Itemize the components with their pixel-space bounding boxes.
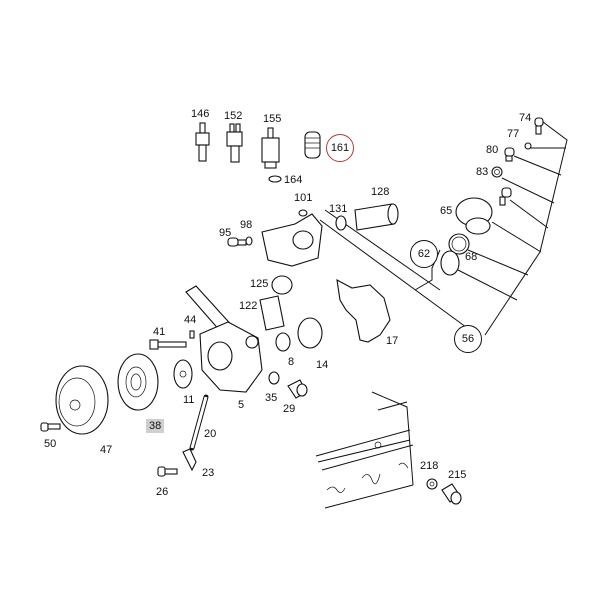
callout-47[interactable]: 47	[100, 444, 113, 456]
engine-block	[315, 391, 414, 509]
callout-146[interactable]: 146	[191, 108, 210, 120]
pipe-128	[354, 203, 399, 231]
callout-11[interactable]: 11	[183, 394, 195, 406]
callout-122[interactable]: 122	[239, 300, 258, 312]
bolt-74	[534, 117, 544, 135]
callout-95[interactable]: 95	[219, 227, 232, 239]
callout-14[interactable]: 14	[316, 359, 329, 371]
callout-101[interactable]: 101	[294, 192, 313, 204]
callout-62-circled[interactable]: 62	[410, 240, 438, 268]
callout-83[interactable]: 83	[476, 166, 489, 178]
callout-218[interactable]: 218	[420, 460, 439, 472]
callout-38-highlighted[interactable]: 38	[146, 419, 165, 433]
callout-164[interactable]: 164	[284, 174, 303, 186]
callout-5[interactable]: 5	[238, 399, 245, 411]
callout-41[interactable]: 41	[153, 326, 166, 338]
callout-128[interactable]: 128	[371, 186, 390, 198]
thermostat-62	[440, 250, 460, 276]
callout-77[interactable]: 77	[507, 128, 520, 140]
callout-56-circled[interactable]: 56	[454, 325, 482, 353]
sensor-146	[195, 122, 210, 162]
callout-50[interactable]: 50	[44, 438, 57, 450]
callout-80[interactable]: 80	[486, 144, 499, 156]
callout-125[interactable]: 125	[250, 278, 269, 290]
callout-74[interactable]: 74	[519, 112, 532, 124]
callout-68[interactable]: 68	[465, 251, 478, 263]
sensor-152	[226, 123, 243, 163]
callout-8[interactable]: 8	[288, 356, 295, 368]
callout-20[interactable]: 20	[204, 428, 217, 440]
housing-101	[261, 209, 323, 267]
water-pump-5	[185, 285, 263, 393]
callout-44[interactable]: 44	[184, 314, 197, 326]
callout-26[interactable]: 26	[156, 486, 169, 498]
sensor-155	[261, 127, 282, 183]
callout-29[interactable]: 29	[283, 403, 296, 415]
callout-161-highlighted[interactable]: 161	[326, 134, 354, 162]
callout-131[interactable]: 131	[329, 203, 348, 215]
callout-23[interactable]: 23	[202, 467, 215, 479]
callout-152[interactable]: 152	[224, 110, 243, 122]
callout-98[interactable]: 98	[240, 219, 253, 231]
sensor-161	[304, 131, 321, 159]
callout-65[interactable]: 65	[440, 205, 453, 217]
callout-17[interactable]: 17	[386, 335, 399, 347]
callout-215[interactable]: 215	[448, 469, 467, 481]
housing-65	[455, 197, 493, 235]
callout-155[interactable]: 155	[263, 113, 282, 125]
callout-35[interactable]: 35	[265, 392, 278, 404]
